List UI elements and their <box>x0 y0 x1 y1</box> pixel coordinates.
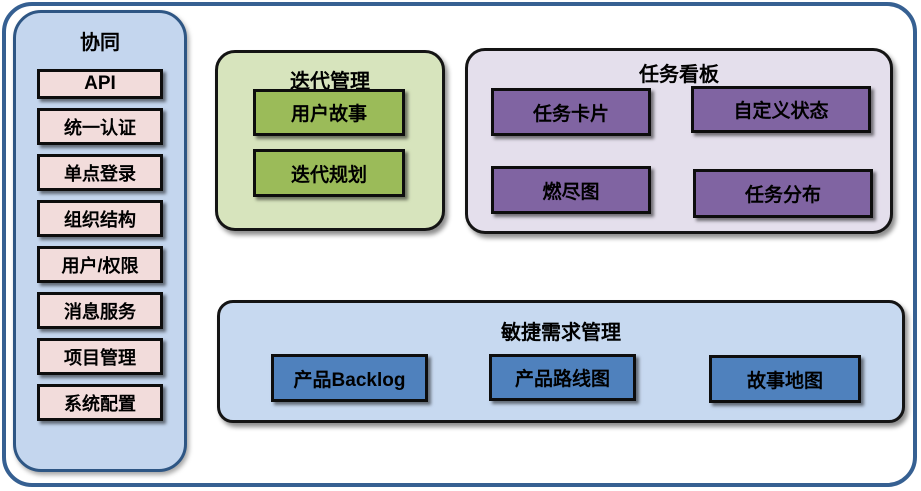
sidebar-item-unified-auth: 统一认证 <box>37 108 163 145</box>
panel-iteration-title: 迭代管理 <box>290 71 370 93</box>
panel-taskboard-title: 任务看板 <box>639 64 719 86</box>
box-story-map: 故事地图 <box>709 355 861 403</box>
box-task-distribution: 任务分布 <box>693 169 873 218</box>
sidebar-item-message-service: 消息服务 <box>37 292 163 329</box>
box-task-card: 任务卡片 <box>491 88 651 136</box>
sidebar-title: 协同 <box>80 32 120 54</box>
sidebar-item-system-config: 系统配置 <box>37 384 163 421</box>
box-product-backlog: 产品Backlog <box>271 354 428 402</box>
sidebar-item-org-structure: 组织结构 <box>37 200 163 237</box>
box-iteration-planning: 迭代规划 <box>253 149 405 197</box>
sidebar-collaboration: 协同 API 统一认证 单点登录 组织结构 用户/权限 消息服务 项目管理 系统… <box>13 10 187 472</box>
panel-iteration-management: 迭代管理 用户故事 迭代规划 <box>215 50 445 231</box>
sidebar-item-user-permission: 用户/权限 <box>37 246 163 283</box>
sidebar-item-api: API <box>37 69 163 99</box>
sidebar-item-project-management: 项目管理 <box>37 338 163 375</box>
box-user-story: 用户故事 <box>253 89 405 136</box>
sidebar-item-single-sign-on: 单点登录 <box>37 154 163 191</box>
panel-task-board: 任务看板 任务卡片 自定义状态 燃尽图 任务分布 <box>465 48 893 234</box>
sidebar-items: API 统一认证 单点登录 组织结构 用户/权限 消息服务 项目管理 系统配置 <box>16 55 184 421</box>
box-custom-status: 自定义状态 <box>691 86 871 133</box>
panel-agile-requirements: 敏捷需求管理 产品Backlog 产品路线图 故事地图 <box>217 300 905 423</box>
panel-agile-title: 敏捷需求管理 <box>501 322 621 344</box>
box-product-roadmap: 产品路线图 <box>489 354 636 401</box>
box-burndown-chart: 燃尽图 <box>491 166 651 214</box>
